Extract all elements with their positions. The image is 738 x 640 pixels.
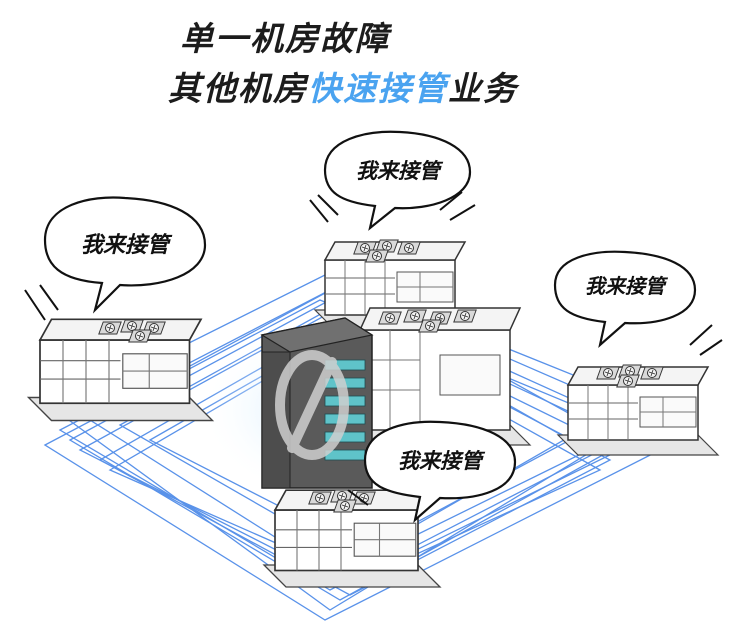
fan-icon <box>128 329 152 343</box>
speech-bubble-left: 我来接管 <box>24 196 207 321</box>
fan-icon <box>98 321 122 335</box>
fan-icon <box>378 311 402 325</box>
failed-datacenter <box>260 317 374 489</box>
datacenter-left <box>27 318 214 422</box>
fan-icon <box>418 319 442 333</box>
bubble-text: 我来接管 <box>356 159 444 183</box>
headline-line-2: 其他机房快速接管业务 <box>168 62 518 110</box>
fan-icon <box>365 249 389 263</box>
fan-icon <box>453 309 477 323</box>
bubble-text: 我来接管 <box>398 449 486 473</box>
bubble-text: 我来接管 <box>81 232 173 258</box>
headline-line-2-suffix: 业务 <box>448 69 518 108</box>
fan-icon <box>333 499 357 513</box>
fan-icon <box>616 374 640 388</box>
no-entry-icon <box>275 350 349 460</box>
fan-icon <box>596 366 620 380</box>
datacenter-right <box>557 364 719 456</box>
speech-bubble-right: 我来接管 <box>553 250 723 356</box>
headline: 单一机房故障 其他机房快速接管业务 <box>0 0 738 120</box>
speech-bubble-top: 我来接管 <box>309 130 476 231</box>
datacenter-bottom <box>263 489 441 588</box>
fan-icon <box>397 241 421 255</box>
fan-icon <box>308 491 332 505</box>
headline-line-1: 单一机房故障 <box>180 19 390 58</box>
fan-icon <box>640 366 664 380</box>
headline-highlight: 快速接管 <box>308 69 448 108</box>
speech-bubble-bottom: 我来接管 <box>347 420 517 524</box>
bubble-text: 我来接管 <box>585 274 669 298</box>
headline-line-2-prefix: 其他机房 <box>168 69 308 108</box>
